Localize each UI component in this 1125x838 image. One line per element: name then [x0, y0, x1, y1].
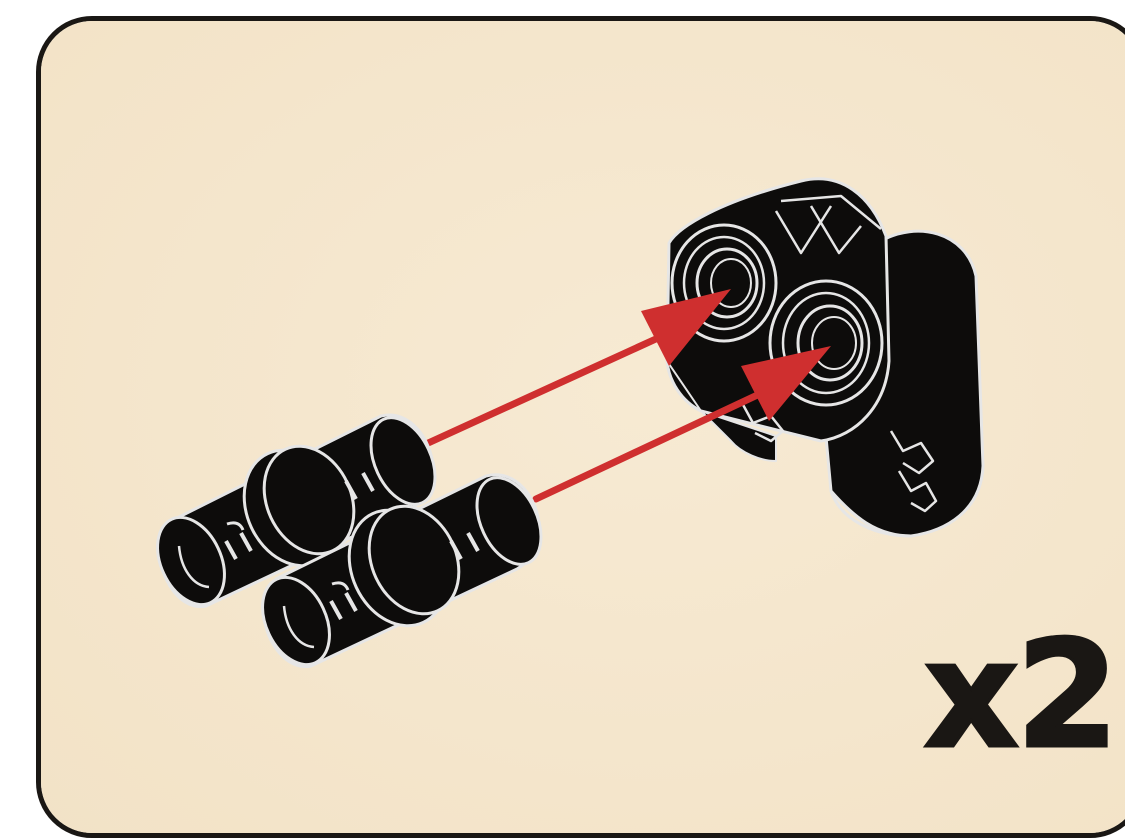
quantity-label: x2 — [924, 621, 1116, 769]
instruction-step-panel: x2 — [36, 16, 1125, 838]
